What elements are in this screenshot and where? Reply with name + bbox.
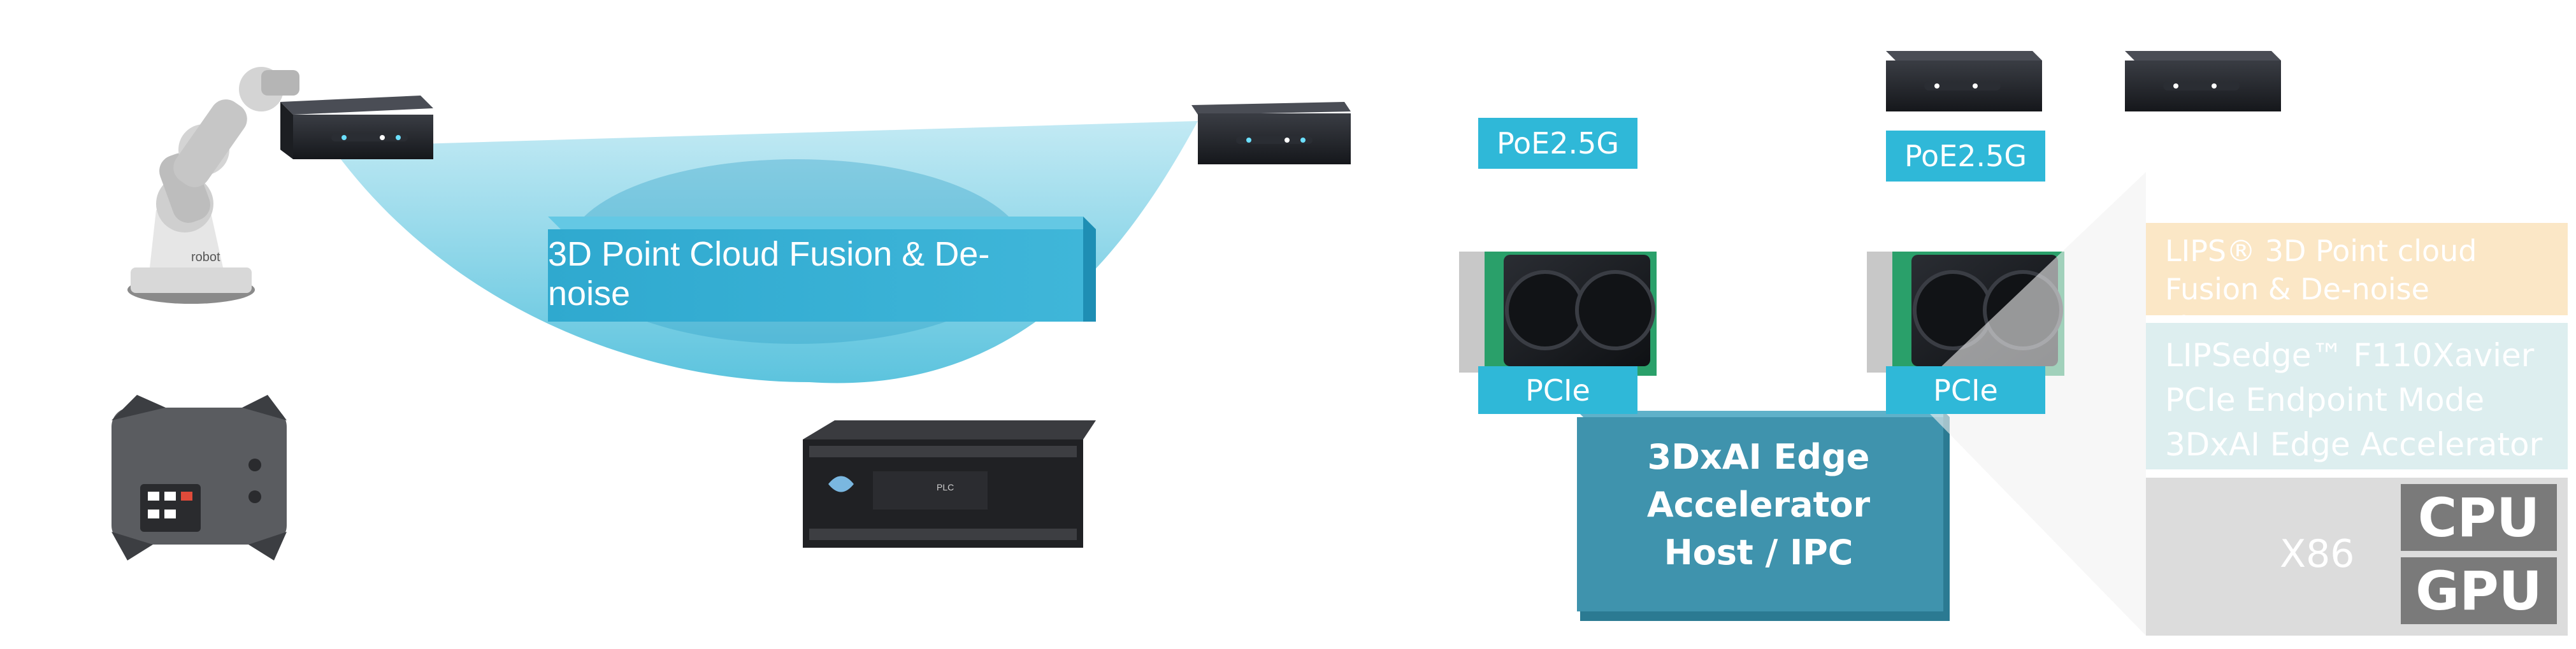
x86-layer: X86 CPU GPU	[2146, 478, 2568, 636]
accel-line-1: LIPSedge™ F110Xavier	[2165, 337, 2535, 374]
host-box	[1577, 411, 1950, 621]
depth-camera-icon	[2125, 51, 2281, 111]
poe-tag-right: PoE2.5G	[1886, 131, 2045, 182]
accel-line-2: PCIe Endpoint Mode	[2165, 382, 2485, 418]
plc-controller-icon: PLC	[803, 420, 1096, 548]
host-line-1: 3DxAI Edge	[1647, 437, 1870, 477]
x86-label: X86	[2280, 532, 2355, 576]
gpu-chip: GPU	[2401, 557, 2557, 624]
host-line-3: Host / IPC	[1664, 532, 1853, 573]
accelerator-layer: LIPSedge™ F110Xavier PCIe Endpoint Mode …	[2146, 323, 2568, 469]
svg-text:robot: robot	[191, 250, 220, 264]
depth-camera-icon	[280, 96, 433, 159]
host-line-2: Accelerator	[1646, 485, 1871, 525]
accelerator-text: LIPSedge™ F110Xavier PCIe Endpoint Mode …	[2165, 333, 2542, 467]
fusion-box	[548, 217, 1096, 322]
fusion-label: 3D Point Cloud Fusion & De-noise	[548, 235, 990, 313]
accel-line-3: 3DxAI Edge Accelerator	[2165, 426, 2543, 463]
pcie-tag-left: PCIe	[1478, 366, 1637, 414]
depth-camera-icon	[1886, 51, 2042, 111]
servo-motor-icon	[112, 395, 287, 560]
pcie-tag-right: PCIe	[1886, 366, 2045, 414]
firmware-line-1: LIPS® 3D Point cloud	[2165, 234, 2477, 268]
robot-arm-icon: robot	[127, 67, 299, 304]
poe-tag-left: PoE2.5G	[1478, 118, 1637, 169]
depth-camera-icon	[1191, 102, 1351, 164]
svg-text:PLC: PLC	[937, 482, 954, 492]
cpu-chip: CPU	[2401, 484, 2557, 551]
host-label: 3DxAI Edge Accelerator Host / IPC	[1574, 433, 1943, 576]
firmware-layer: LIPS® 3D Point cloud Fusion & De-noise F…	[2146, 223, 2568, 345]
pcie-accelerator-card-icon	[1459, 252, 1657, 382]
